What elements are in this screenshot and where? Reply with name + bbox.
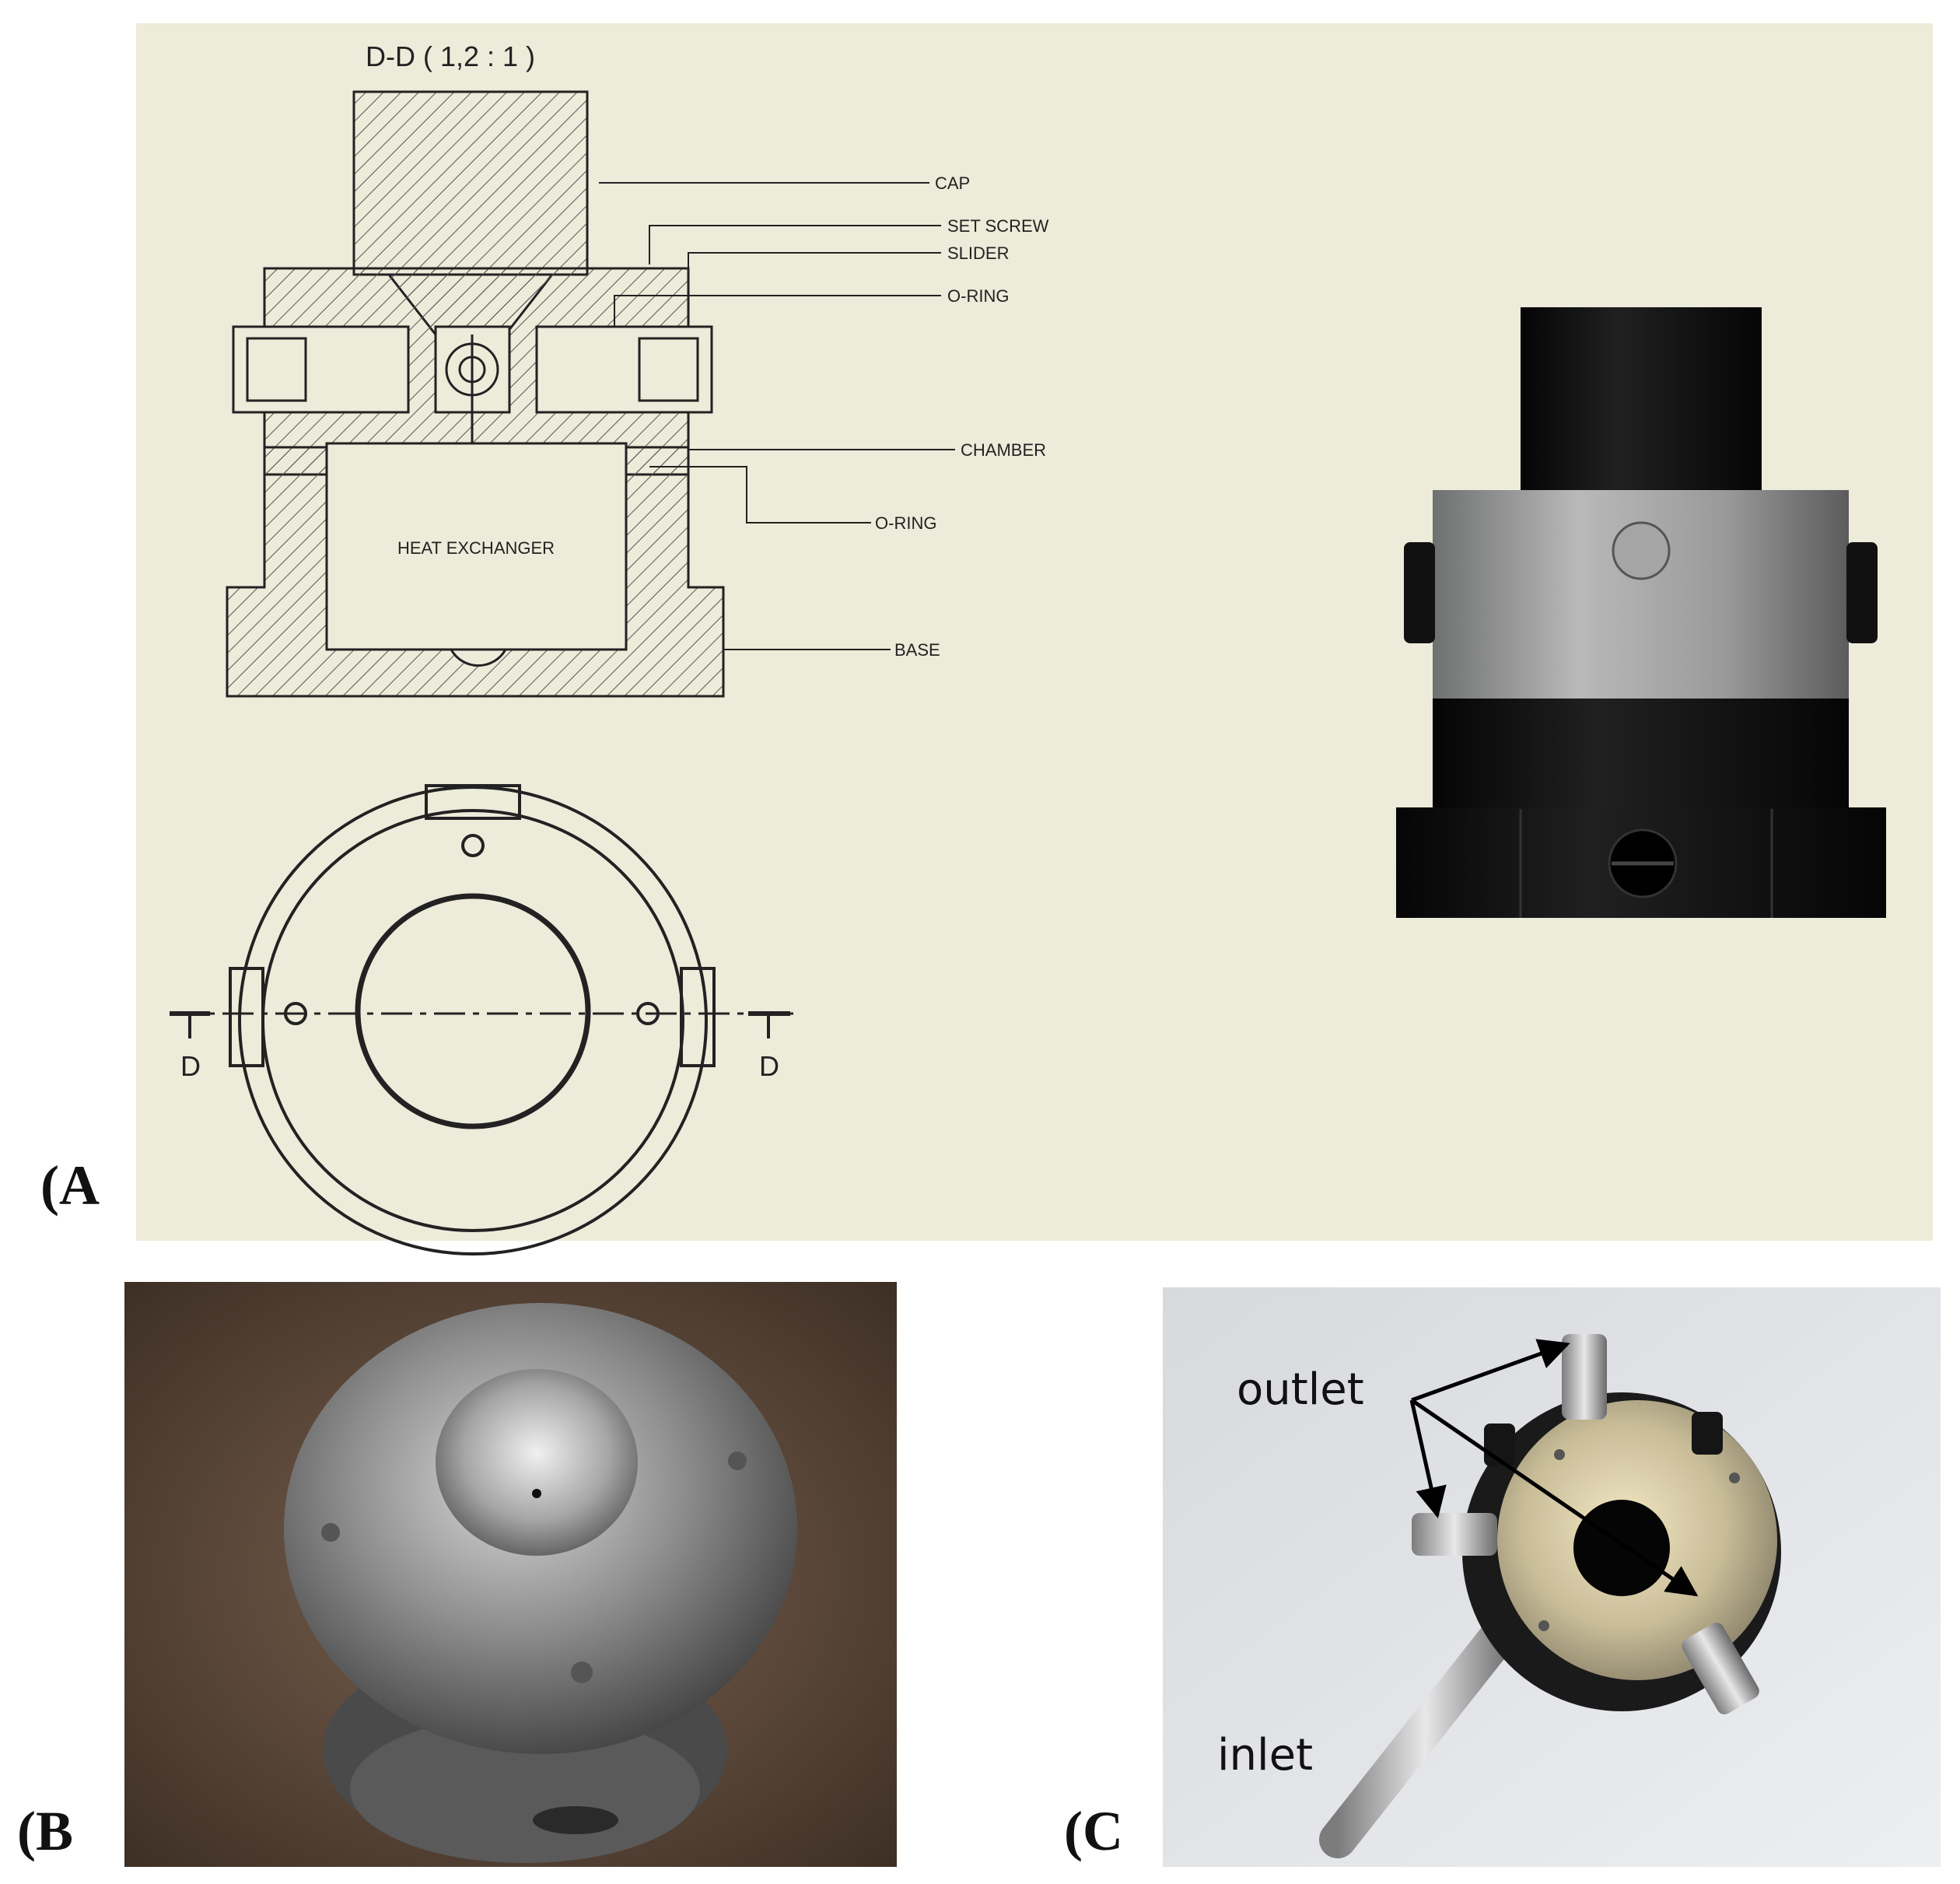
right-slot: [680, 967, 716, 1067]
render-3d: [1396, 307, 1886, 918]
outlet-arrow-top: [1411, 1339, 1570, 1402]
photo-c-knob-2: [1692, 1412, 1723, 1455]
top-view: [170, 784, 793, 1255]
callout-cap: CAP: [935, 173, 970, 193]
cap-part: [352, 90, 589, 276]
photo-c-screw-3: [1538, 1620, 1549, 1631]
photo-c-screw-1: [1554, 1449, 1565, 1460]
render-cap: [1521, 307, 1762, 494]
outlet-arrow-flow: [1410, 1398, 1699, 1597]
callout-slider: SLIDER: [947, 243, 1009, 263]
photo-b-bore: [436, 1369, 638, 1556]
left-slot: [229, 967, 264, 1067]
photo-b-side-port: [533, 1806, 618, 1834]
photo-c-bore: [1573, 1500, 1670, 1596]
heat-exchanger-cavity: [325, 442, 628, 651]
o-ring-bottom-leader: [649, 466, 871, 524]
callouts: CAP SET SCREW SLIDER O-RING CHAMBER O-RI…: [875, 173, 1049, 660]
photo-c-fitting-right: [1682, 1623, 1759, 1714]
callout-o-ring-bottom: O-RING: [875, 513, 936, 533]
section-title: D-D ( 1,2 : 1 ): [366, 40, 535, 72]
heat-exchanger-label: HEAT EXCHANGER: [397, 538, 555, 558]
callout-base: BASE: [894, 640, 940, 660]
top-hole: [461, 834, 485, 857]
photo-c-screw-2: [1729, 1473, 1740, 1483]
render-right-port: [1846, 542, 1878, 643]
photo-c-outlet-fitting-left: [1412, 1513, 1497, 1556]
panel-a: D-D ( 1,2 : 1 ) HEAT EXCHANGER: [136, 23, 1933, 1255]
render-left-port: [1404, 542, 1435, 643]
photo-b-bore-tip: [532, 1489, 541, 1498]
outlet-arrow-left: [1409, 1399, 1447, 1518]
slider-leader: [688, 252, 941, 296]
callout-o-ring-top: O-RING: [947, 286, 1009, 306]
photo-b-screw-2: [321, 1523, 340, 1542]
center-bore: [355, 893, 591, 1129]
inlet-label: inlet: [1217, 1730, 1313, 1781]
panel-label-b: (B: [17, 1800, 73, 1862]
photo-c-inlet-hose: [1319, 1599, 1531, 1858]
outlet-label: outlet: [1237, 1364, 1364, 1415]
right-port-inner: [638, 337, 699, 402]
set-screw-leader: [649, 225, 941, 264]
panel-label-c: (C: [1064, 1800, 1123, 1862]
panel-b: [124, 1282, 897, 1867]
section-view: D-D ( 1,2 : 1 ) HEAT EXCHANGER: [226, 40, 955, 698]
photo-c-outlet-fitting-top: [1562, 1334, 1607, 1420]
top-slot: [425, 784, 521, 820]
panel-label-a: (A: [40, 1154, 100, 1217]
callout-chamber: CHAMBER: [961, 440, 1046, 460]
panel-c: outlet inlet: [1163, 1287, 1941, 1867]
o-ring-top-leader: [614, 295, 941, 327]
section-marker-right: D: [759, 1050, 779, 1082]
render-base-upper: [1433, 699, 1849, 811]
photo-b-screw-1: [728, 1452, 747, 1470]
render-set-screw: [1612, 521, 1671, 580]
section-marker-left: D: [180, 1050, 201, 1082]
callout-set-screw: SET SCREW: [947, 216, 1049, 236]
left-port-inner: [246, 337, 307, 402]
render-chamber: [1433, 490, 1849, 700]
photo-b-screw-3: [571, 1662, 593, 1683]
base-drain: [449, 648, 508, 667]
